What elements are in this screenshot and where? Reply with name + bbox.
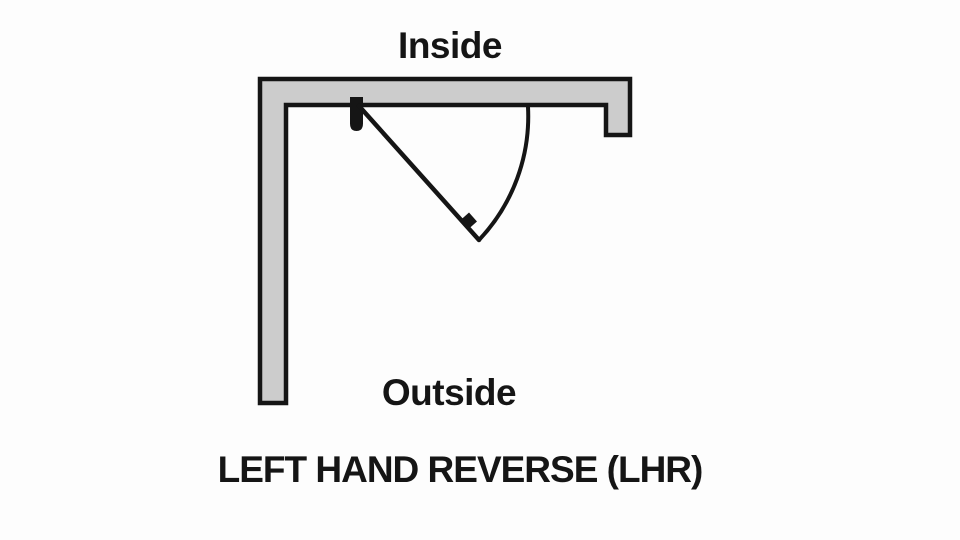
wall-shape: [257, 76, 633, 406]
inside-label: Inside: [398, 25, 502, 66]
door-knob-mark: [460, 212, 477, 230]
door-hinge-mark: [350, 97, 363, 131]
diagram-title: LEFT HAND REVERSE (LHR): [217, 449, 704, 490]
outside-label: Outside: [381, 372, 517, 413]
door-swing-arc: [477, 105, 531, 242]
door-leaf-line: [356, 103, 482, 243]
